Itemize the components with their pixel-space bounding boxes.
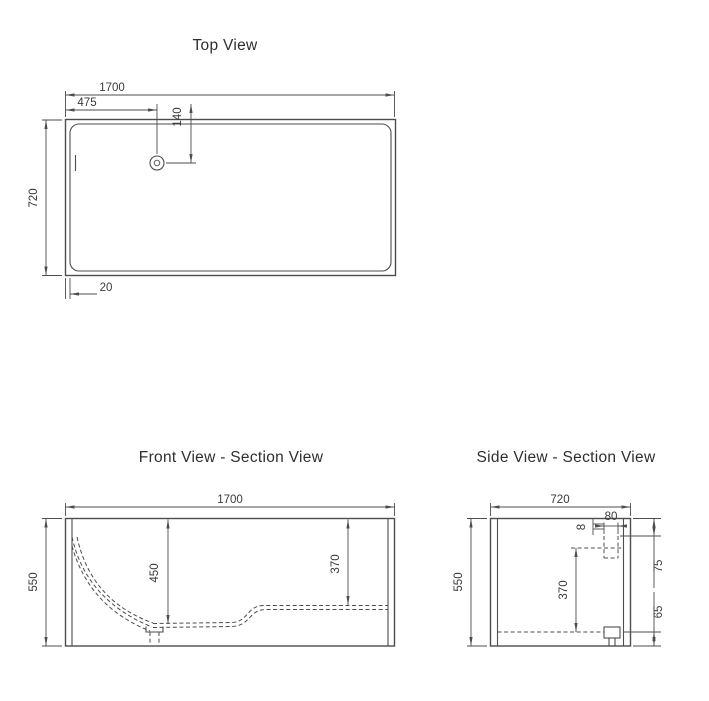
- drain-outer-circle: [149, 155, 165, 171]
- side-view-title: Side View - Section View: [477, 449, 656, 466]
- dim-side-overflow-gap: 8: [576, 519, 604, 535]
- top-view-title: Top View: [192, 37, 258, 54]
- dim-label-drain-y: 140: [172, 107, 184, 126]
- dim-label-drain-x: 475: [77, 97, 96, 109]
- dim-front-depth-left: 450: [149, 519, 170, 624]
- dim-label-base-height: 65: [653, 606, 665, 619]
- dim-top-overall-length: 1700: [65, 82, 395, 117]
- backrest-curve-hidden: [71, 545, 151, 632]
- backrest-curve-hidden: [71, 536, 153, 628]
- side-view: Side View - Section View 720: [453, 449, 665, 647]
- dim-top-overall-width: 720: [28, 119, 62, 276]
- dim-side-rim-to-overflow: 75: [620, 518, 665, 588]
- backrest-curve-hidden: [76, 536, 154, 624]
- front-view: Front View - Section View 1700: [28, 449, 396, 647]
- dim-label-length: 1700: [217, 494, 243, 506]
- dim-side-overall-height: 550: [453, 518, 487, 647]
- dim-label-depth-left: 450: [149, 563, 161, 582]
- dim-label-wall: 20: [100, 282, 113, 294]
- dim-label-height: 550: [28, 572, 40, 591]
- dim-side-base-height: 65: [624, 592, 665, 647]
- top-view: Top View 1700 475: [28, 37, 397, 299]
- dim-label-depth-right: 370: [330, 554, 342, 573]
- dim-label-overflow-width: 80: [605, 511, 618, 523]
- dim-side-overflow-width: 80: [595, 511, 627, 534]
- dim-side-inner-depth: 370: [558, 548, 578, 632]
- side-section-outline: [489, 517, 632, 647]
- dim-top-drain-from-left: 475: [65, 97, 158, 154]
- dim-side-overall-width: 720: [490, 494, 631, 516]
- floor-profile-hidden: [152, 605, 388, 624]
- dim-label-height: 550: [453, 572, 465, 591]
- dim-top-drain-offset: 140: [166, 104, 196, 164]
- dim-front-overall-length: 1700: [65, 494, 395, 516]
- front-section-outline: [64, 517, 396, 647]
- dim-label-width: 720: [28, 188, 40, 207]
- dim-label-width: 720: [550, 494, 569, 506]
- dim-label-length: 1700: [99, 82, 125, 94]
- tub-inner-rim: [69, 123, 392, 272]
- dim-front-overall-height: 550: [28, 518, 62, 647]
- dim-label-rim-to-overflow: 75: [653, 560, 665, 573]
- dim-top-wall-thickness: 20: [65, 278, 113, 299]
- drain-recess: [145, 626, 164, 633]
- drain-inner-circle: [153, 159, 161, 167]
- tub-outer-outline: [64, 118, 397, 277]
- dim-front-depth-right: 370: [330, 519, 350, 605]
- drain-recess: [603, 626, 621, 639]
- dim-label-inner-depth: 370: [558, 580, 570, 599]
- dim-label-overflow-gap: 8: [576, 524, 588, 530]
- floor-profile-hidden: [152, 609, 388, 628]
- front-view-title: Front View - Section View: [139, 449, 324, 466]
